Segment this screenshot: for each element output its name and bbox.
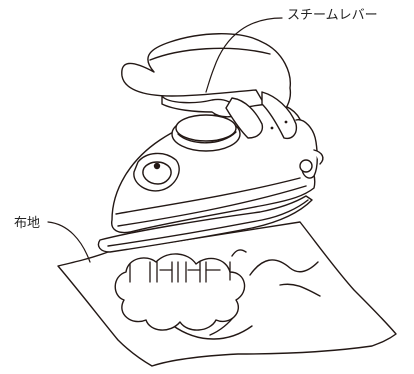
iron-soleplate [97,195,313,253]
iron-body-band [117,185,307,227]
cloth-leader-line [47,221,91,263]
iron-cord [313,149,324,165]
body-dot [284,120,288,124]
iron-soleplate-edge [107,199,309,247]
tank-cap-rim [177,131,237,144]
iron-neck [225,97,264,139]
handle-grip-line [149,47,271,61]
steam-lever-label: スチームレバー [287,8,378,23]
rear-indicator [299,159,313,173]
iron-body-band [115,177,301,215]
body-dot [270,126,274,130]
control-button [142,161,172,185]
cloth-wrinkle [231,249,247,257]
cloth-wrinkle [249,259,319,276]
control-button-dot [153,162,161,170]
iron-neck-rear [261,91,298,140]
steam-lever-leader-line [205,17,283,93]
tank-cap [175,114,237,142]
cloth-wrinkle [279,283,321,297]
steam-pattern [114,253,246,331]
cloth-label: 布地 [14,216,41,231]
steam-marks [129,261,231,283]
cloth-wrinkle [171,324,253,340]
